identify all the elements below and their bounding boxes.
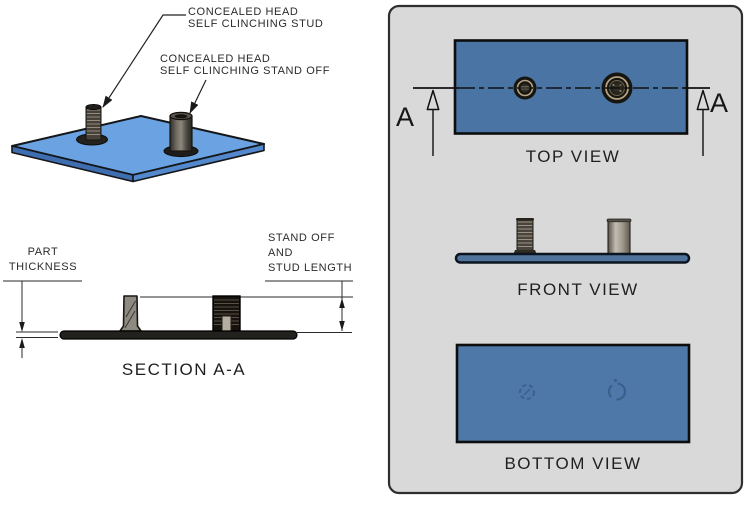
front-view-standoff <box>606 218 632 256</box>
stud-callout: CONCEALED HEAD SELF CLINCHING STUD <box>188 6 323 30</box>
section-view-group <box>3 280 353 358</box>
bottom-view-standoff-imprint <box>607 378 627 401</box>
isometric-view-group <box>11 14 265 183</box>
stud-leader-line <box>102 14 186 108</box>
top-view-plate <box>453 39 689 135</box>
section-stud <box>119 295 142 332</box>
bottom-view-stud-imprint <box>519 384 535 400</box>
iso-stud <box>76 104 108 146</box>
section-arrow-right <box>696 89 710 156</box>
standoff-callout-line1: CONCEALED HEAD <box>160 53 271 65</box>
bottom-view-caption: BOTTOM VIEW <box>504 454 642 473</box>
front-view-caption: FRONT VIEW <box>517 280 639 299</box>
stud-length-label: STAND OFF AND STUD LENGTH <box>268 232 353 274</box>
top-view-caption: TOP VIEW <box>525 147 621 166</box>
section-marker-a-left: A <box>396 102 415 132</box>
bottom-view-group <box>455 343 691 444</box>
stud-length-dimension <box>265 280 353 333</box>
stud-callout-line1: CONCEALED HEAD <box>188 6 299 18</box>
front-view-plate <box>454 252 691 264</box>
bottom-view-plate <box>455 343 691 444</box>
iso-plate <box>11 115 265 183</box>
part-thickness-dimension <box>3 280 82 358</box>
section-arrow-left <box>426 89 440 156</box>
part-thickness-label: PART THICKNESS <box>8 246 78 273</box>
front-view-group <box>454 218 691 264</box>
front-view-stud <box>513 218 537 255</box>
section-marker-a-right: A <box>710 88 729 118</box>
stud-callout-line2: SELF CLINCHING STUD <box>188 18 324 30</box>
section-plate <box>59 330 298 340</box>
section-caption: SECTION A-A <box>121 360 247 379</box>
views-panel <box>387 4 744 495</box>
standoff-callout-line2: SELF CLINCHING STAND OFF <box>160 65 331 77</box>
standoff-callout: CONCEALED HEAD SELF CLINCHING STAND OFF <box>160 53 330 77</box>
iso-standoff <box>163 111 199 158</box>
section-standoff <box>212 295 241 332</box>
top-view-group <box>413 39 710 156</box>
standoff-leader-line <box>189 79 207 114</box>
